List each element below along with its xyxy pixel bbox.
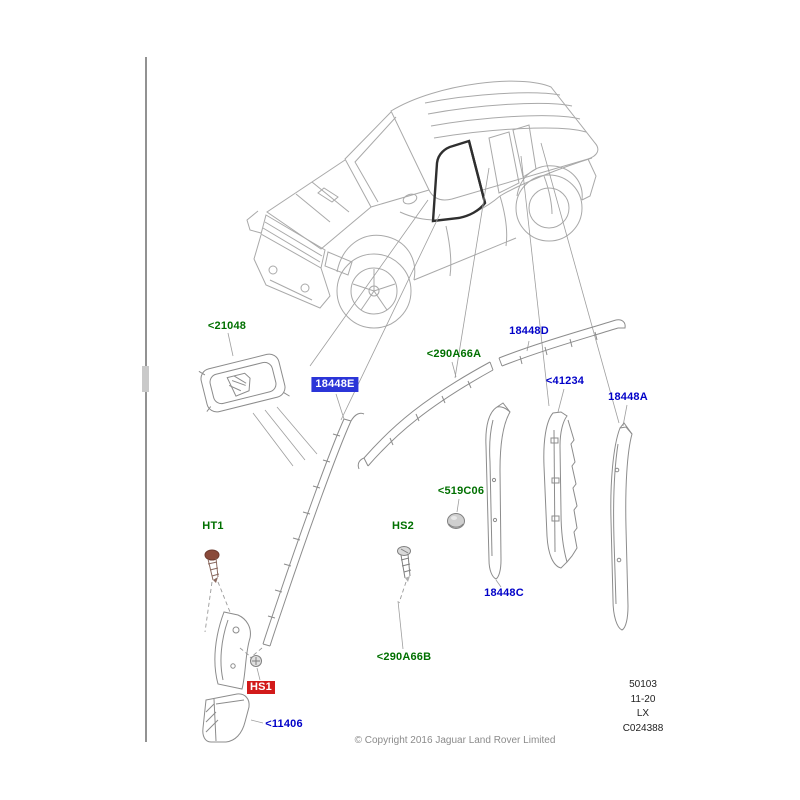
part-drawing-hs1-fastener <box>250 655 262 667</box>
part-label-hs1-highlighted[interactable]: HS1 <box>247 681 275 694</box>
sheet-code-line-1: 50103 <box>629 679 657 690</box>
part-label-ht1[interactable]: HT1 <box>202 520 224 532</box>
dashed-alignment-lines <box>204 581 407 659</box>
part-drawing-lower-pillar-trim <box>214 611 251 690</box>
part-label-519c06[interactable]: <519C06 <box>437 485 485 497</box>
part-label-18448c[interactable]: 18448C <box>484 587 524 599</box>
page-border-line <box>142 57 149 742</box>
part-drawing-ht1-screw <box>204 549 220 583</box>
part-label-41234[interactable]: <41234 <box>545 375 585 387</box>
sheet-code-line-4: C024388 <box>622 722 664 734</box>
part-drawing-18448a-b-pillar-tape <box>610 422 633 631</box>
part-label-290a66a[interactable]: <290A66A <box>426 348 482 360</box>
part-drawing-hs2-screw <box>397 546 412 582</box>
part-drawing-11406-cover <box>202 693 250 743</box>
sheet-code-line-2: 11-20 <box>630 693 656 705</box>
vehicle-illustration <box>246 80 599 329</box>
part-label-21048[interactable]: <21048 <box>207 320 247 332</box>
part-label-hs2[interactable]: HS2 <box>392 520 414 532</box>
part-drawing-21048-cowl-seal <box>198 353 290 413</box>
part-label-11406[interactable]: <11406 <box>265 718 303 730</box>
sheet-code-line-3: LX <box>636 708 650 719</box>
part-label-18448e-highlighted[interactable]: 18448E <box>311 377 359 392</box>
part-drawing-290a66a-door-frame-molding-front <box>357 361 494 470</box>
part-label-18448a[interactable]: 18448A <box>608 391 648 403</box>
part-label-290a66b[interactable]: <290A66B <box>376 651 432 663</box>
part-drawing-18448e-windshield-pillar-finisher <box>262 412 365 647</box>
highlighted-door-frame <box>431 139 487 223</box>
copyright-notice: © Copyright 2016 Jaguar Land Rover Limit… <box>354 735 556 746</box>
part-drawing-18448c-b-pillar-finisher <box>485 402 511 580</box>
sheet-code-block: 50103 11-20 LX C024388 <box>612 678 674 736</box>
part-label-18448d[interactable]: 18448D <box>509 325 549 337</box>
part-drawing-519c06-grommet <box>447 513 465 529</box>
callout-leader-lines <box>227 142 628 724</box>
part-drawing-18448d-door-frame-molding-rear <box>498 319 626 367</box>
part-drawing-41234-b-pillar-seal <box>543 411 578 569</box>
